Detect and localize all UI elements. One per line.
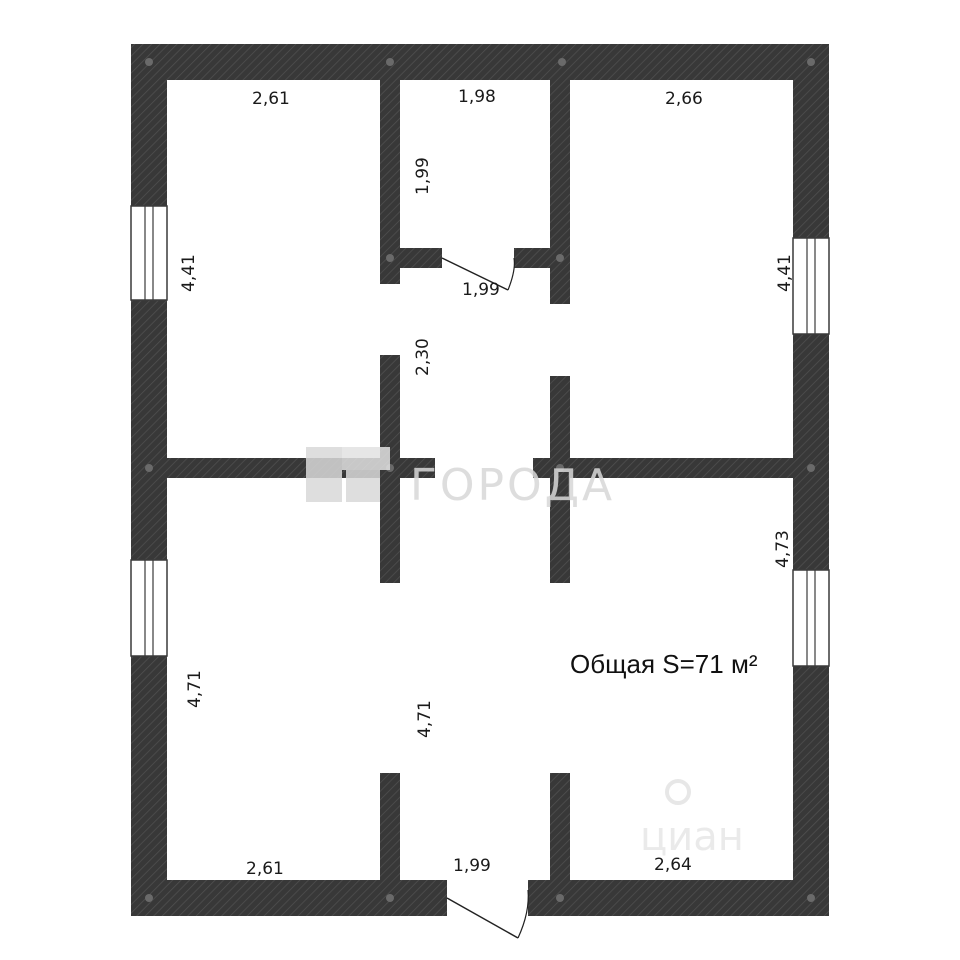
- dim-hall-height: 4,71: [415, 700, 435, 738]
- dim-room-top-left-height: 4,41: [179, 254, 199, 292]
- wall-bath-right: [550, 80, 570, 304]
- cian-watermark-text: циан: [640, 814, 744, 860]
- wall-bath-bottom-left: [380, 248, 442, 268]
- bath-door: [441, 257, 515, 291]
- wall-middle-right: [533, 458, 793, 478]
- wall-bath-bottom-right: [514, 248, 570, 268]
- wall-hall-left-lower: [380, 773, 400, 880]
- dimension-labels: 2,61 1,98 2,66 1,99 1,99 4,41 4,41 2,30 …: [179, 87, 795, 879]
- entrance-door: [446, 889, 529, 939]
- dim-room-top-left-width: 2,61: [252, 89, 290, 109]
- dim-bath-width: 1,98: [458, 87, 496, 107]
- dim-room-bottom-right-width: 2,64: [654, 855, 692, 875]
- dim-bath-height: 1,99: [413, 157, 433, 195]
- dim-room-top-right-height: 4,41: [775, 254, 795, 292]
- outer-wall-left: [131, 44, 167, 916]
- brand-watermark-text: ГОРОДА: [410, 460, 615, 511]
- window-right-top: [792, 237, 830, 335]
- cian-watermark: циан: [640, 779, 744, 860]
- wall-hall-right-upper: [550, 376, 570, 583]
- window-left-bottom: [130, 559, 168, 657]
- total-area-label: Общая S=71 м²: [570, 649, 758, 679]
- dim-room-bottom-left-width: 2,61: [246, 859, 284, 879]
- dim-room-bottom-right-height: 4,73: [773, 530, 793, 568]
- dim-entrance-width: 1,99: [453, 856, 491, 876]
- wall-bath-left: [380, 80, 400, 284]
- dim-bath-door-width: 1,99: [462, 280, 500, 300]
- column-markers: [145, 58, 815, 902]
- window-right-bottom: [792, 569, 830, 667]
- outer-wall-right: [793, 44, 829, 916]
- outer-walls: [131, 44, 829, 916]
- outer-wall-bottom-left: [131, 880, 447, 916]
- window-left-top: [130, 205, 168, 301]
- wall-hall-right-lower: [550, 773, 570, 880]
- outer-wall-bottom-right: [528, 880, 829, 916]
- windows: [130, 205, 830, 667]
- dim-corridor-height: 2,30: [413, 338, 433, 376]
- brand-watermark: ГОРОДА: [306, 447, 615, 511]
- dim-room-top-right-width: 2,66: [665, 89, 703, 109]
- outer-wall-top: [131, 44, 829, 80]
- dim-room-bottom-left-height: 4,71: [185, 670, 205, 708]
